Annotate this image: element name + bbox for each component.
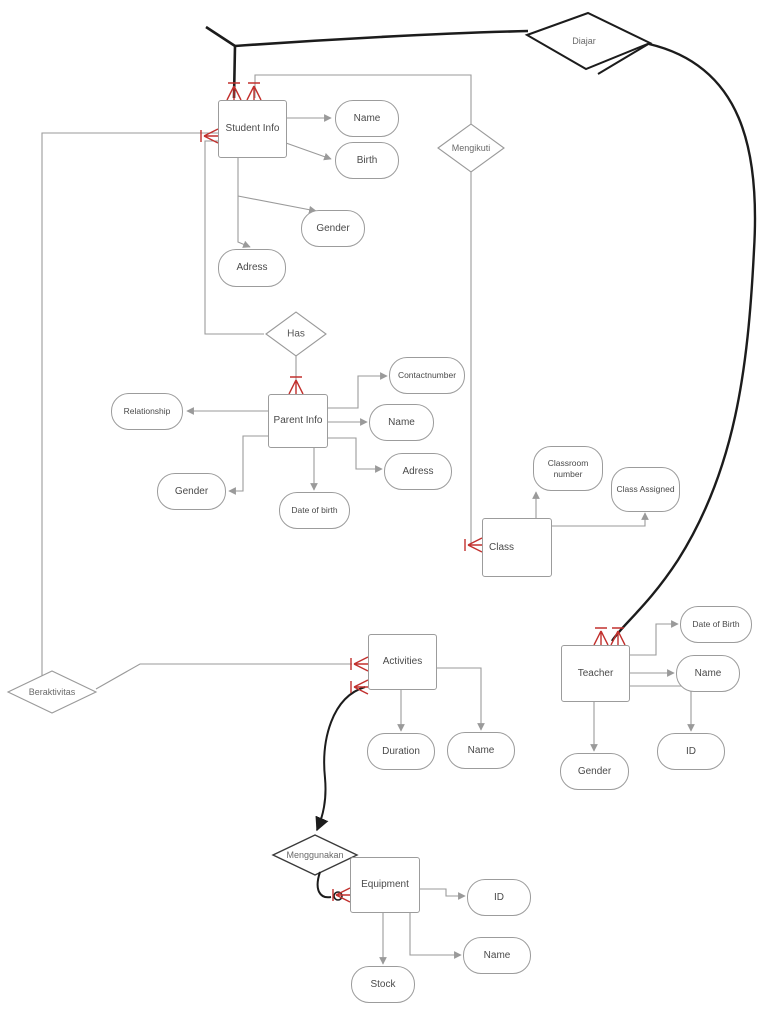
attribute-student-adress: Adress	[218, 249, 286, 287]
relationship-shapes	[6, 11, 653, 876]
attribute-student-gender: Gender	[301, 210, 365, 247]
crowfoot-activities-left-2	[350, 679, 369, 695]
beraktivitas-diamond	[6, 670, 98, 714]
entity-student-info: Student Info	[218, 100, 287, 158]
connector-parent-adress	[328, 437, 383, 473]
attribute-equipment-id: ID	[467, 879, 531, 916]
link-diajar-teacher-curve	[610, 42, 757, 642]
crowfoot-parentinfo-top	[288, 376, 304, 395]
crowfoot-studentinfo-top-2	[246, 82, 262, 101]
entity-parent-info: Parent Info	[268, 394, 328, 448]
attribute-activities-duration: Duration	[367, 733, 435, 770]
connector-student-has	[204, 140, 264, 335]
connector-student-beraktivitas	[41, 132, 218, 676]
link-menggunakan-equipment-curve	[316, 871, 332, 899]
attribute-equipment-stock: Stock	[351, 966, 415, 1003]
crowfoot-teacher-top-2	[610, 627, 626, 646]
connector-parent-gender	[228, 435, 268, 495]
connector-student-gender	[237, 195, 317, 214]
relationship-has-label: Has	[287, 328, 305, 340]
diajar-diamond-sketch-stroke	[597, 42, 651, 75]
connector-class-assigned	[552, 512, 649, 527]
entity-activities: Activities	[368, 634, 437, 690]
relationship-beraktivitas-label: Beraktivitas	[28, 687, 76, 697]
connector-beraktivitas-activities	[95, 663, 352, 690]
entity-class: Class	[482, 518, 552, 577]
attribute-parent-contactnumber: Contactnumber	[389, 357, 465, 394]
attribute-student-name: Name	[335, 100, 399, 137]
link-diajar-studentinfo-horizontal	[234, 29, 529, 48]
attribute-teacher-gender: Gender	[560, 753, 629, 790]
connector-activities-name	[437, 667, 485, 731]
entity-equipment: Equipment	[350, 857, 420, 913]
crowfoot-activities-left-1	[350, 656, 369, 672]
attribute-class-classroom-number: Classroom number	[533, 446, 603, 491]
connector-lines	[41, 74, 695, 965]
attribute-parent-gender: Gender	[157, 473, 226, 510]
crowfoot-studentinfo-left	[200, 128, 219, 144]
connector-teacher-id	[630, 685, 695, 732]
crowfoot-class-left	[464, 537, 483, 553]
connector-parent-contactnumber	[328, 372, 388, 409]
crowfoot-equipment-left	[332, 887, 351, 903]
attribute-teacher-date-of-birth: Date of Birth	[680, 606, 752, 643]
attribute-parent-name: Name	[369, 404, 434, 441]
link-diajar-studentinfo-vertical	[205, 25, 237, 99]
attribute-equipment-name: Name	[463, 937, 531, 974]
attribute-student-birth: Birth	[335, 142, 399, 179]
menggunakan-diamond	[271, 834, 359, 876]
crowfoot-studentinfo-top-1	[226, 82, 242, 101]
attribute-parent-date-of-birth: Date of birth	[279, 492, 350, 529]
relationship-mengikuti-label: Mengikuti	[451, 143, 491, 153]
relationship-menggunakan-label: Menggunakan	[286, 850, 344, 860]
attribute-teacher-id: ID	[657, 733, 725, 770]
attribute-teacher-name: Name	[676, 655, 740, 692]
crowfoot-teacher-top-1	[593, 627, 609, 646]
entity-teacher: Teacher	[561, 645, 630, 702]
connector-mengikuti-class	[470, 172, 480, 546]
attribute-parent-adress: Adress	[384, 453, 452, 490]
cardinality-marks	[200, 82, 626, 903]
mengikuti-diamond	[437, 123, 505, 173]
attribute-parent-relationship: Relationship	[111, 393, 183, 430]
has-diamond	[265, 311, 327, 357]
attribute-activities-name: Name	[447, 732, 515, 769]
attribute-class-assigned: Class Assigned	[611, 467, 680, 512]
connector-student-adress	[237, 158, 251, 248]
connector-student-birth	[285, 142, 332, 161]
connector-teacher-dob	[630, 620, 679, 656]
connector-equipment-id	[420, 888, 466, 900]
relationship-diajar-label: Diajar	[572, 36, 596, 46]
connector-equipment-name	[409, 913, 462, 959]
link-activities-menggunakan-curve	[315, 686, 366, 832]
